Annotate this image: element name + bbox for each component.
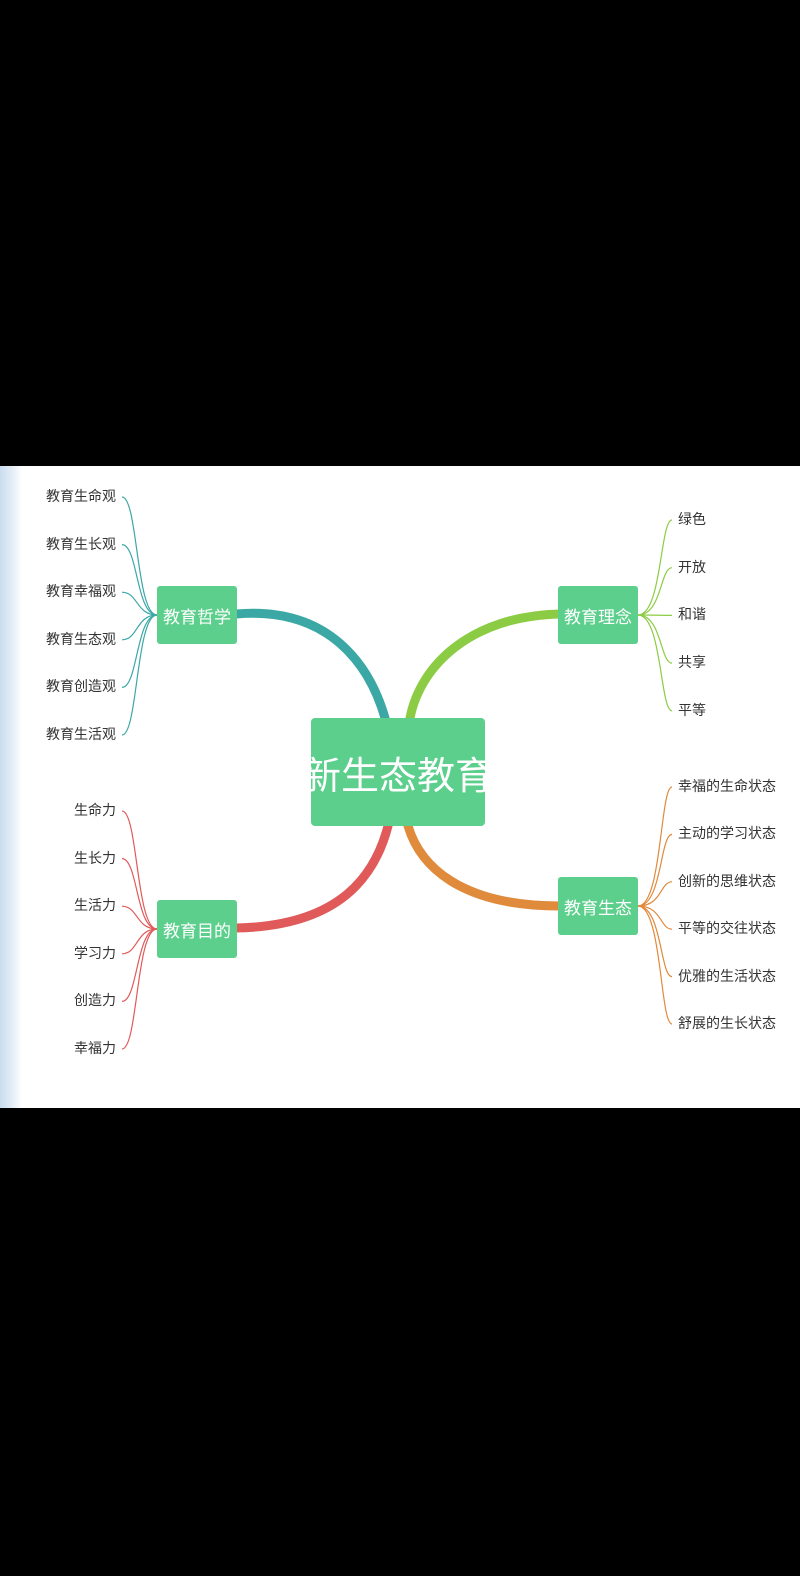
leaf-goal-2: 生长力 xyxy=(74,851,116,867)
leaf-ecology-2: 主动的学习状态 xyxy=(678,826,776,842)
mind-map-image: 新生态教育 教育哲学 教育理念 教育目的 教育生态 教育生命观 教育生长观 教育… xyxy=(0,466,800,1108)
leaf-ecology-4: 平等的交往状态 xyxy=(678,921,776,937)
leaf-connector-ecology-5 xyxy=(637,905,673,978)
leaf-philosophy-3: 教育幸福观 xyxy=(46,584,116,600)
leaf-connector-philosophy-6 xyxy=(121,614,158,736)
leaf-connector-ecology-3 xyxy=(637,881,673,907)
leaf-connector-goal-1 xyxy=(121,810,158,930)
leaf-philosophy-5: 教育创造观 xyxy=(46,679,116,695)
leaf-connector-concept-2 xyxy=(637,567,673,616)
leaf-philosophy-2: 教育生长观 xyxy=(46,537,116,553)
connector-concept xyxy=(405,609,565,723)
leaf-concept-4: 共享 xyxy=(678,655,706,671)
leaf-connector-goal-6 xyxy=(121,928,158,1050)
leaf-goal-3: 生活力 xyxy=(74,898,116,914)
leaf-goal-4: 学习力 xyxy=(74,946,116,962)
branch-node-ecology[interactable]: 教育生态 xyxy=(558,877,638,935)
leaf-goal-5: 创造力 xyxy=(74,993,116,1009)
leaf-connector-ecology-2 xyxy=(637,833,673,907)
leaf-philosophy-6: 教育生活观 xyxy=(46,727,116,743)
leaf-connector-philosophy-3 xyxy=(121,591,158,616)
leaf-connector-ecology-1 xyxy=(637,786,673,907)
leaf-connector-philosophy-2 xyxy=(121,544,158,616)
leaf-ecology-6: 舒展的生长状态 xyxy=(678,1016,776,1032)
leaf-goal-1: 生命力 xyxy=(74,803,116,819)
leaf-ecology-5: 优雅的生活状态 xyxy=(678,969,776,985)
leaf-concept-3: 和谐 xyxy=(678,607,706,623)
leaf-concept-2: 开放 xyxy=(678,560,706,576)
image-left-edge xyxy=(0,466,22,1108)
leaf-connector-philosophy-1 xyxy=(121,496,158,616)
leaf-connector-goal-2 xyxy=(121,858,158,930)
center-node[interactable]: 新生态教育 xyxy=(303,718,493,826)
mind-map-connectors xyxy=(121,496,673,1050)
connector-philosophy xyxy=(231,608,390,723)
leaf-connector-ecology-6 xyxy=(637,905,673,1025)
leaf-concept-1: 绿色 xyxy=(678,512,706,528)
leaf-concept-5: 平等 xyxy=(678,703,706,719)
leaf-goal-6: 幸福力 xyxy=(74,1041,116,1057)
leaf-ecology-1: 幸福的生命状态 xyxy=(678,779,776,795)
branch-node-concept[interactable]: 教育理念 xyxy=(558,586,638,644)
leaf-connector-concept-1 xyxy=(637,519,673,616)
leaf-philosophy-1: 教育生命观 xyxy=(46,489,116,505)
leaf-connector-goal-3 xyxy=(121,905,158,930)
connector-goal xyxy=(231,821,393,933)
branch-node-philosophy[interactable]: 教育哲学 xyxy=(157,586,237,644)
connector-ecology xyxy=(403,821,565,911)
leaf-connector-philosophy-5 xyxy=(121,614,158,688)
leaf-connector-goal-5 xyxy=(121,928,158,1002)
branch-node-goal[interactable]: 教育目的 xyxy=(157,900,237,958)
leaf-ecology-3: 创新的思维状态 xyxy=(678,874,776,890)
leaf-connectors xyxy=(121,496,673,1050)
leaf-connector-concept-5 xyxy=(637,614,673,712)
leaf-connector-concept-4 xyxy=(637,614,673,664)
leaf-philosophy-4: 教育生态观 xyxy=(46,632,116,648)
